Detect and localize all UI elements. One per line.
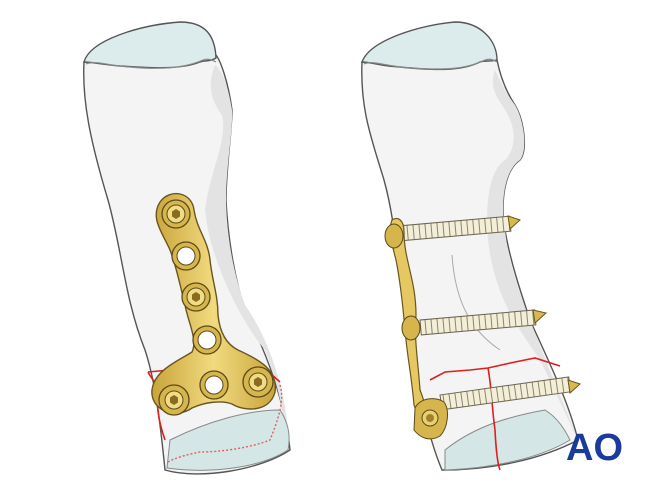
empty-hole-3 xyxy=(199,370,229,400)
plate-screw-head-1 xyxy=(384,223,404,249)
screw-head-3 xyxy=(158,384,190,416)
left-bone-cartilage-top xyxy=(83,21,217,69)
svg-text:AO: AO xyxy=(566,427,623,469)
plate-screw-head-3 xyxy=(413,398,448,440)
empty-hole-2 xyxy=(192,325,222,355)
screw-head-4 xyxy=(242,366,274,398)
left-bone-shadow xyxy=(205,65,289,450)
screw-head-1 xyxy=(161,199,191,229)
fracture-line-dotted xyxy=(167,384,283,463)
empty-hole-1 xyxy=(171,241,201,271)
ao-logo: AO xyxy=(566,427,623,469)
fracture-line-vertical xyxy=(487,367,501,471)
plate-profile xyxy=(384,217,448,440)
lateral-screw-1 xyxy=(397,215,521,242)
right-bone-shadow xyxy=(487,70,578,440)
right-bone-cartilage-top xyxy=(360,21,498,71)
right-bone-lateral-view xyxy=(360,21,579,471)
t-plate xyxy=(151,192,276,416)
right-bone-cartilage-bottom xyxy=(444,409,571,471)
right-bone-shaft xyxy=(361,59,579,471)
left-bone-cartilage-bottom xyxy=(166,409,290,471)
screw-head-2 xyxy=(181,282,211,312)
lateral-screw-2 xyxy=(419,309,548,336)
plate-screw-head-2 xyxy=(401,315,421,341)
